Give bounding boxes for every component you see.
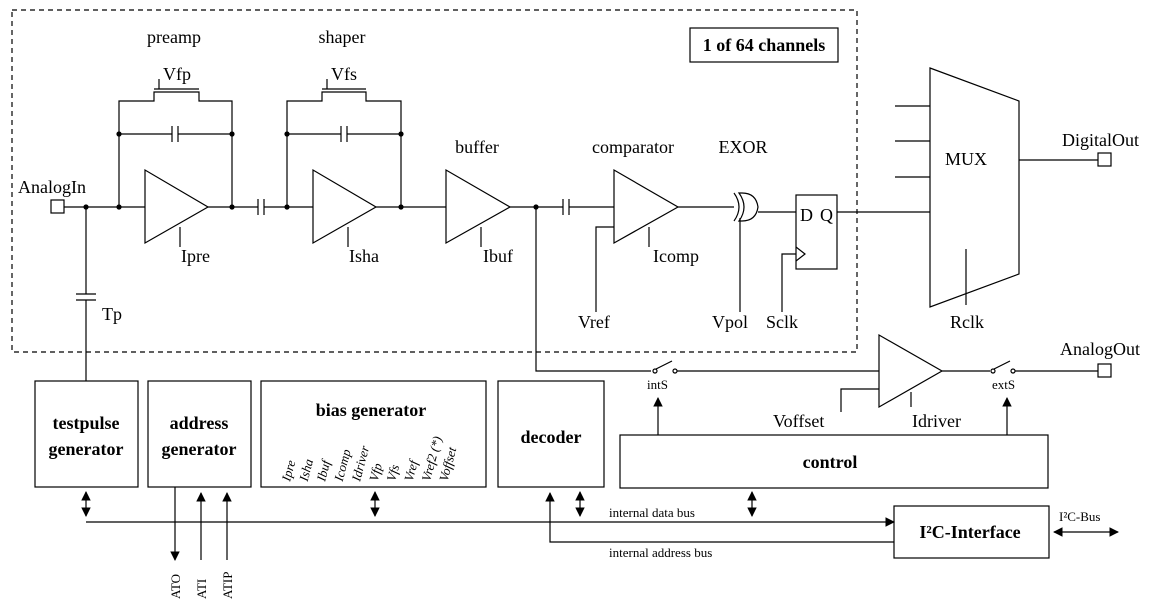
vref-label: Vref (578, 312, 610, 332)
d-flip-flop (795, 194, 838, 270)
voffset-label: Voffset (773, 411, 824, 431)
vpol-label: Vpol (712, 312, 748, 332)
digital-out-pad (1097, 152, 1112, 167)
ints-switch (655, 360, 673, 370)
bias-generator-block (260, 380, 487, 488)
i2c-interface-label: I²C-Interface (919, 522, 1020, 542)
analog-out-label: AnalogOut (1060, 339, 1140, 359)
mux-label: MUX (945, 149, 987, 169)
vfp-label: Vfp (163, 64, 191, 84)
testpulse-label-1: testpulse (53, 413, 120, 433)
ff-clock-triangle (795, 246, 806, 262)
idriver-label: Idriver (912, 411, 961, 431)
pin-label-ati: ATI (194, 579, 209, 599)
coupling-capacitor-2 (562, 199, 570, 215)
address-label-2: generator (162, 439, 237, 459)
ff-d-label: D (800, 205, 813, 225)
buffer-label: buffer (455, 137, 499, 157)
exts-label: extS (992, 377, 1015, 392)
output-driver (878, 333, 944, 409)
comparator-label: comparator (592, 137, 674, 157)
bias-generator-label: bias generator (316, 400, 426, 420)
pin-label-atip: ATIP (220, 572, 235, 599)
rclk-label: Rclk (950, 312, 984, 332)
isha-label: Isha (349, 246, 379, 266)
address-generator-block (147, 380, 252, 488)
decoder-block (497, 380, 605, 488)
bias-item-vfs: Vfs (383, 463, 402, 483)
coupling-capacitor-1 (257, 199, 265, 215)
testpulse-generator-block (34, 380, 139, 488)
bias-item-vref: Vref (401, 456, 422, 482)
channel-count-label: 1 of 64 channels (703, 35, 826, 55)
comparator-amplifier (613, 168, 680, 245)
pin-label-ato: ATO (168, 574, 183, 599)
exts-switch (993, 360, 1011, 370)
i2c-interface-block (893, 505, 1050, 559)
ibuf-label: Ibuf (483, 246, 513, 266)
mux-block (929, 67, 1020, 308)
buffer-amplifier (445, 168, 512, 245)
shaper-feedback-fet (318, 91, 370, 102)
channel-count-box (689, 27, 839, 63)
exor-label: EXOR (719, 137, 768, 157)
bias-item-isha: Isha (296, 457, 317, 484)
ff-q-label: Q (820, 205, 833, 225)
analog-in-label: AnalogIn (18, 177, 86, 197)
sclk-label: Sclk (766, 312, 798, 332)
address-label-1: address (170, 413, 229, 433)
preamp-amplifier (144, 168, 210, 245)
tp-label: Tp (102, 304, 122, 324)
i2c-bus-label: I²C-Bus (1059, 509, 1100, 524)
preamp-feedback-fet (149, 91, 203, 102)
control-label: control (803, 452, 858, 472)
control-block (619, 434, 1049, 489)
bias-item-vfp: Vfp (366, 461, 385, 483)
testpulse-label-2: generator (49, 439, 124, 459)
analog-out-pad (1097, 363, 1112, 378)
internal-address-bus (545, 492, 894, 543)
shaper-amplifier (312, 168, 378, 245)
analog-in-pad (50, 199, 65, 214)
internal-data-bus-label: internal data bus (609, 505, 695, 520)
preamp-label: preamp (147, 27, 201, 47)
digital-out-label: DigitalOut (1062, 130, 1139, 150)
bias-item-ibuf: Ibuf (313, 456, 334, 483)
ipre-label: Ipre (181, 246, 210, 266)
internal-address-bus-label: internal address bus (609, 545, 712, 560)
exor-gate (733, 192, 759, 222)
shaper-label: shaper (319, 27, 366, 47)
vfs-label: Vfs (331, 64, 357, 84)
decoder-label: decoder (521, 427, 582, 447)
ints-label: intS (647, 377, 668, 392)
icomp-label: Icomp (653, 246, 699, 266)
bias-item-ipre: Ipre (278, 458, 298, 484)
